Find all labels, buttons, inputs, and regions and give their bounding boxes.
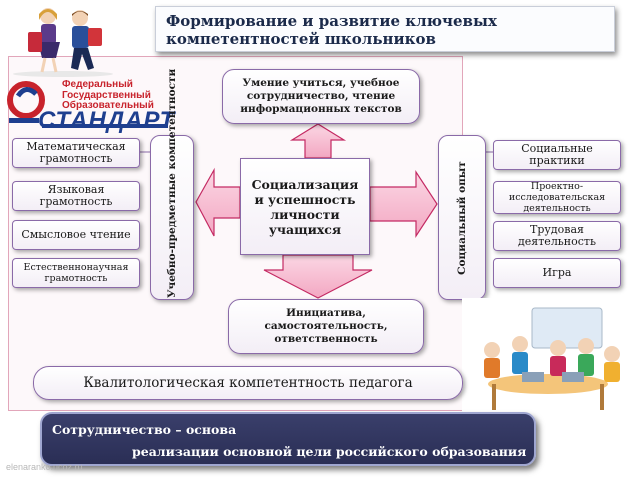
fgos-logo-icon: [7, 81, 168, 128]
initiative-box: Инициатива, самостоятельность, ответстве…: [228, 299, 424, 354]
right-item-game: Игра: [493, 258, 621, 288]
logo-wordmark: СТАНДАРТ: [38, 107, 176, 134]
right-item-labor: Трудовая деятельность: [493, 221, 621, 251]
watermark: elenaranko.ucoz.ru: [6, 462, 83, 472]
left-item-science: Естественнонаучная грамотность: [12, 258, 140, 288]
right-item-social-practices: Социальные практики: [493, 140, 621, 170]
social-experience-bar: Социальный опыт: [438, 135, 486, 300]
left-item-math: Математическая грамотность: [12, 138, 140, 168]
subject-competencies-label: Учебно-предметные компетентности: [166, 68, 178, 298]
logo-text: Федеральный Государственный Образователь…: [62, 79, 154, 112]
logo-line-1: Федеральный: [62, 79, 133, 90]
cooperation-line-1: Сотрудничество – основа: [52, 422, 237, 437]
left-item-reading: Смысловое чтение: [12, 220, 140, 250]
page-title: Формирование и развитие ключевых компете…: [155, 6, 615, 52]
cooperation-banner: Сотрудничество – основа реализации основ…: [40, 412, 536, 466]
social-experience-label: Социальный опыт: [456, 160, 468, 275]
cooperation-line-2: реализации основной цели российского обр…: [132, 444, 527, 459]
right-item-research: Проектно-исследовательская деятельность: [493, 181, 621, 214]
socialization-box: Социализация и успешность личности учащи…: [240, 158, 370, 255]
logo-line-3: Образовательный: [62, 100, 154, 111]
schoolkids-illustration: [13, 8, 113, 77]
teacher-qualification-box: Квалитологическая компетентность педагог…: [33, 366, 463, 400]
classroom-illustration: [462, 298, 634, 420]
subject-competencies-bar: Учебно-предметные компетентности: [150, 68, 194, 300]
left-item-language: Языковая грамотность: [12, 181, 140, 211]
logo-line-2: Государственный: [62, 89, 151, 101]
learning-skills-box: Умение учиться, учебное сотрудничество, …: [222, 69, 420, 124]
